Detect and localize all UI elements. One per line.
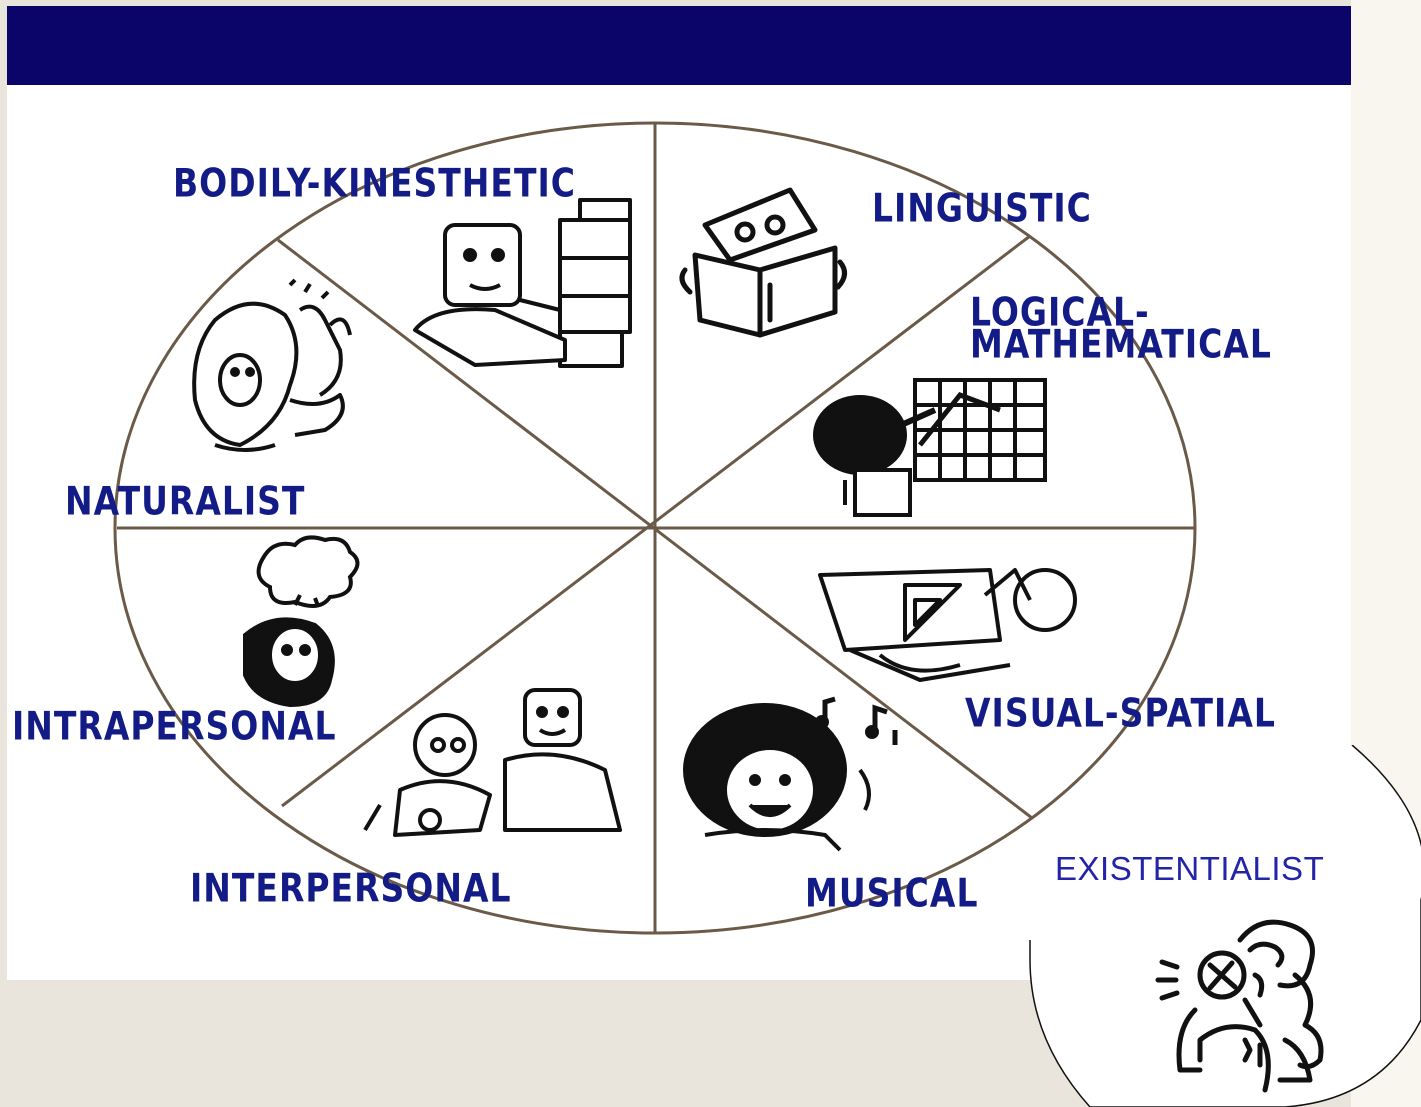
- label-intrapersonal: INTRAPERSONAL: [12, 703, 337, 750]
- label-bodily-kinesthetic: BODILY-KINESTHETIC: [173, 160, 576, 207]
- label-interpersonal: INTERPERSONAL: [190, 865, 512, 912]
- thinking-person-icon: [243, 535, 360, 708]
- stacking-blocks-icon: [413, 198, 632, 368]
- label-logical-mathematical-line1: LOGICAL-: [970, 289, 1150, 336]
- group-people-icon: [363, 688, 622, 837]
- music-notes-icon: [683, 696, 898, 852]
- chart-pointing-icon: [813, 378, 1047, 517]
- divider-diagonal-b: [277, 238, 1033, 820]
- person-with-animal-icon: [192, 278, 352, 452]
- wheel-outline: [113, 121, 1197, 935]
- label-visual-spatial: VISUAL-SPATIAL: [965, 690, 1276, 737]
- reading-book-icon: [679, 187, 847, 338]
- slide-canvas: [7, 6, 1351, 980]
- thinker-with-magnifier-icon: [1155, 919, 1324, 1093]
- label-logical-mathematical-line2: MATHEMATICAL: [970, 321, 1272, 368]
- drafting-icon: [818, 568, 1077, 682]
- existential-circle: [1029, 744, 1421, 1107]
- label-musical: MUSICAL: [805, 870, 979, 917]
- right-strip-cover: [1351, 0, 1421, 745]
- label-naturalist: NATURALIST: [65, 478, 306, 525]
- title-bar: [7, 6, 1351, 85]
- label-existentialist: EXISTENTIALIST: [1055, 850, 1325, 887]
- divider-diagonal-a: [281, 234, 1031, 808]
- label-linguistic: LINGUISTIC: [872, 185, 1092, 232]
